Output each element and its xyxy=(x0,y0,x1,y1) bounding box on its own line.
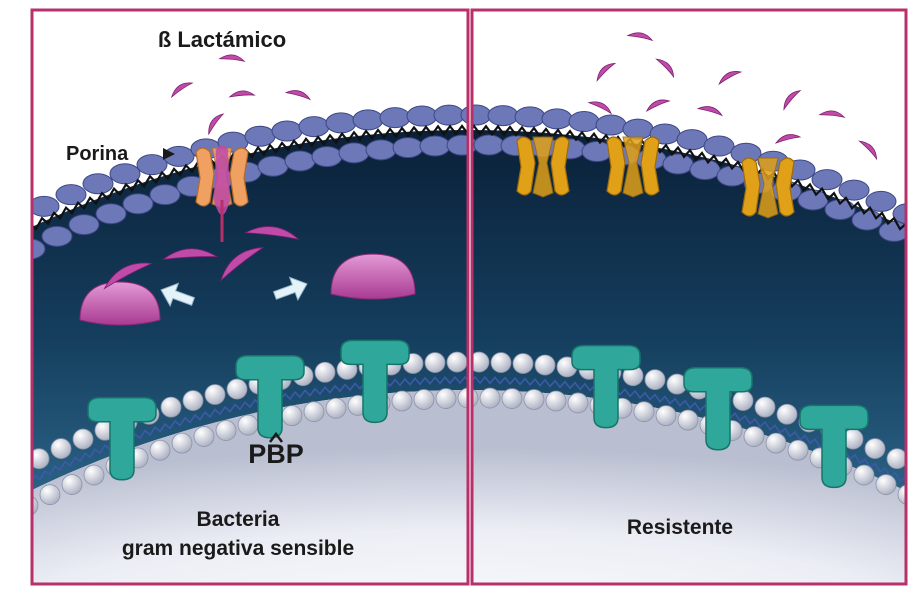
panel-frame-sensitive xyxy=(30,8,470,586)
panel-frame-resistant xyxy=(470,8,908,586)
porin-pointer-icon xyxy=(163,148,175,160)
pbp-label: PBP xyxy=(248,439,304,469)
pbp-pointer-icon xyxy=(269,431,283,443)
beta-lactam-label: ß Lactámico xyxy=(158,27,286,52)
sensitive-label-line1: Bacteria xyxy=(197,508,280,531)
porin-label: Porina xyxy=(66,143,129,165)
resistant-label: Resistente xyxy=(627,516,733,539)
sensitive-label-line2: gram negativa sensible xyxy=(122,537,354,560)
